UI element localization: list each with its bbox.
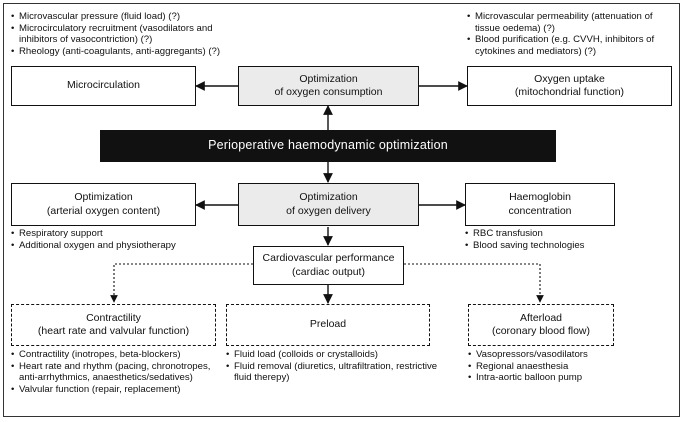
list-item: Contractility (inotropes, beta-blockers) [11, 349, 226, 361]
afterload-box: Afterload (coronary blood flow) [468, 304, 614, 346]
preload-box: Preload [226, 304, 430, 346]
box-subtitle: concentration [508, 204, 572, 217]
list-item: RBC transfusion [465, 228, 665, 240]
box-subtitle: (arterial oxygen content) [46, 204, 161, 217]
list-item: Heart rate and rhythm (pacing, chronotro… [11, 361, 226, 384]
preload-list: Fluid load (colloids or crystalloids) Fl… [226, 349, 446, 384]
list-item: Fluid load (colloids or crystalloids) [226, 349, 446, 361]
haemoglobin-box: Haemoglobin concentration [465, 183, 615, 226]
box-title: Contractility [86, 311, 141, 324]
list-item: Regional anaesthesia [468, 361, 668, 373]
box-title: Optimization [74, 191, 133, 204]
box-title: Oxygen uptake [534, 72, 605, 85]
box-title: Haemoglobin [509, 191, 571, 204]
oxygen-consumption-box: Optimization of oxygen consumption [238, 66, 419, 106]
contractility-list: Contractility (inotropes, beta-blockers)… [11, 349, 226, 395]
list-item: Vasopressors/vasodilators [468, 349, 668, 361]
box-title: Preload [309, 318, 347, 331]
box-title: Optimization [299, 72, 358, 85]
list-item: Fluid removal (diuretics, ultrafiltratio… [226, 361, 446, 384]
box-title: Cardiovascular performance [262, 252, 395, 265]
box-subtitle: of oxygen delivery [286, 204, 371, 217]
list-item: Rheology (anti-coagulants, anti-aggregan… [11, 46, 243, 58]
page-title-text: Perioperative haemodynamic optimization [208, 138, 448, 153]
arterial-oxygen-box: Optimization (arterial oxygen content) [11, 183, 196, 226]
haemoglobin-list: RBC transfusion Blood saving technologie… [465, 228, 665, 251]
list-item: Blood purification (e.g. CVVH, inhibitor… [467, 34, 677, 57]
oxygen-delivery-box: Optimization of oxygen delivery [238, 183, 419, 226]
diagram-frame [3, 3, 680, 417]
box-subtitle: (cardiac output) [292, 265, 365, 278]
box-title: Optimization [299, 191, 358, 204]
list-item: Respiratory support [11, 228, 241, 240]
box-subtitle: of oxygen consumption [274, 86, 383, 98]
arterial-oxygen-list: Respiratory support Additional oxygen an… [11, 228, 241, 251]
list-item: Microcirculatory recruitment (vasodilato… [11, 23, 243, 46]
box-subtitle: (mitochondrial function) [514, 86, 625, 98]
box-subtitle: (heart rate and valvular function) [37, 325, 190, 337]
oxygen-uptake-list: Microvascular permeability (attenuation … [467, 11, 677, 57]
afterload-list: Vasopressors/vasodilators Regional anaes… [468, 349, 668, 384]
box-title: Afterload [519, 311, 563, 324]
contractility-box: Contractility (heart rate and valvular f… [11, 304, 216, 346]
box-title: Microcirculation [67, 79, 140, 92]
list-item: Microvascular permeability (attenuation … [467, 11, 677, 34]
page-title: Perioperative haemodynamic optimization [100, 130, 556, 162]
box-subtitle: (coronary blood flow) [491, 325, 591, 337]
microcirculation-box: Microcirculation [11, 66, 196, 106]
list-item: Microvascular pressure (fluid load) (?) [11, 11, 243, 23]
oxygen-uptake-box: Oxygen uptake (mitochondrial function) [467, 66, 672, 106]
cardiovascular-box: Cardiovascular performance (cardiac outp… [253, 246, 404, 285]
list-item: Additional oxygen and physiotherapy [11, 240, 241, 252]
microcirculation-list: Microvascular pressure (fluid load) (?) … [11, 11, 243, 57]
list-item: Valvular function (repair, replacement) [11, 384, 226, 396]
list-item: Intra-aortic balloon pump [468, 372, 668, 384]
list-item: Blood saving technologies [465, 240, 665, 252]
